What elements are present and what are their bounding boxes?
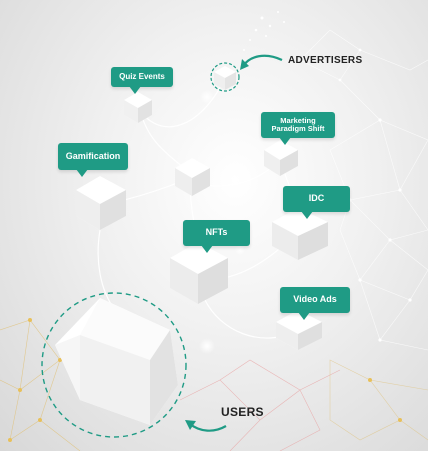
advertisers-node <box>210 62 240 92</box>
advertisers-arrow-head <box>240 59 249 70</box>
cube-idc <box>272 208 328 260</box>
tag-video-ads: Video Ads <box>280 287 350 320</box>
users-arrow-head <box>185 420 196 430</box>
advertisers-arrow <box>242 54 283 67</box>
tag-marketing-paradigm-shift: Marketing Paradigm Shift <box>261 112 335 145</box>
advertisers-label: ADVERTISERS <box>288 55 363 66</box>
cube-center-small <box>175 158 210 196</box>
cube-nfts <box>170 242 228 304</box>
cube-marketing <box>264 140 298 176</box>
tag-nfts: NFTs <box>183 220 250 253</box>
cube-users <box>55 298 178 425</box>
cube-video-ads <box>276 310 322 350</box>
glow-dots <box>199 90 245 354</box>
users-arrow <box>189 423 227 432</box>
cube-gamification <box>76 176 126 230</box>
tag-idc: IDC <box>283 186 350 219</box>
particle-trail <box>243 11 285 51</box>
tag-gamification: Gamification <box>58 143 128 177</box>
network-nodes-right <box>338 48 412 342</box>
tag-quiz-events: Quiz Events <box>111 67 173 94</box>
users-ring <box>41 292 187 438</box>
network-nodes-bottom <box>8 318 402 442</box>
users-label: USERS <box>221 405 264 419</box>
cube-quiz-events <box>124 92 152 123</box>
